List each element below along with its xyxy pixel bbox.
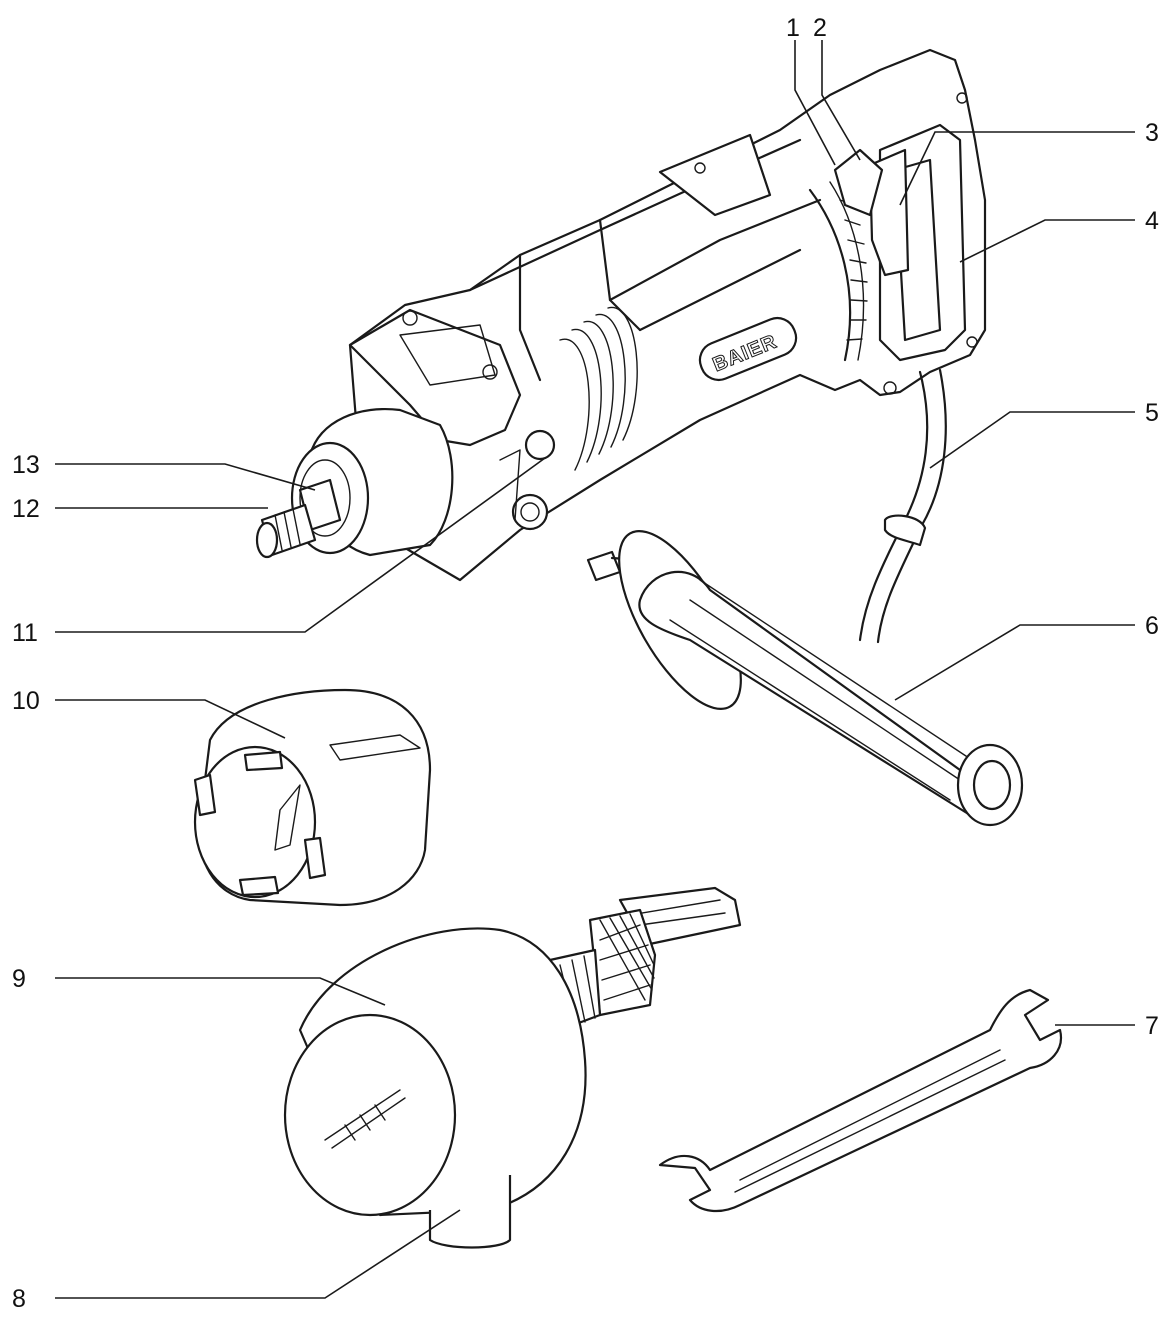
callout-6: 6 [1145,612,1159,640]
core-bit-small [193,688,432,907]
drill-motor: BAIER [255,48,987,644]
leader-5 [929,411,1135,469]
leader-13 [55,463,316,491]
core-bit-large [283,886,742,1249]
callout-3: 3 [1145,119,1159,147]
open-end-wrench [658,988,1063,1213]
leader-6 [894,624,1135,701]
callout-9: 9 [12,965,26,993]
callout-numbers: 1 2 3 4 5 6 7 8 9 10 11 12 13 [12,14,1159,1313]
callout-5: 5 [1145,399,1159,427]
callout-13: 13 [12,451,40,479]
callout-8: 8 [12,1285,26,1313]
leader-8 [55,1209,461,1299]
leader-2 [821,40,861,161]
callout-1: 1 [786,14,800,42]
leader-9 [55,977,386,1006]
leader-11 [55,457,546,633]
leader-1 [794,40,836,166]
auxiliary-handle [586,530,1024,827]
callout-12: 12 [12,495,40,523]
leader-10 [55,699,286,739]
callout-4: 4 [1145,207,1159,235]
callout-7: 7 [1145,1012,1159,1040]
callout-2: 2 [813,14,827,42]
leader-3 [899,131,1135,206]
leader-4 [959,219,1135,263]
callout-10: 10 [12,687,40,715]
leader-lines [55,40,1135,1299]
callout-11: 11 [12,619,38,647]
